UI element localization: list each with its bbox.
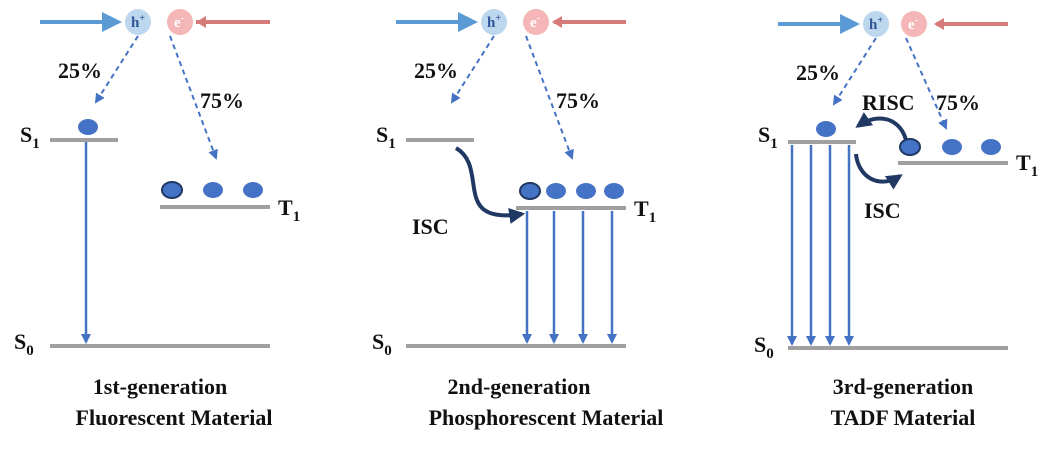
singlet-exciton: [816, 121, 836, 137]
triplet-exciton: [576, 183, 596, 199]
singlet-fraction: 25%: [58, 58, 102, 83]
isc-curve-arrow: [854, 153, 903, 190]
triplet-generation-arrow: [525, 35, 574, 160]
isc-label: ISC: [412, 214, 449, 239]
triplet-fraction: 75%: [200, 88, 244, 113]
risc-curve-arrow: [855, 112, 908, 141]
singlet-fraction: 25%: [796, 60, 840, 85]
triplet-exciton: [203, 182, 223, 198]
triplet-exciton: [981, 139, 1001, 155]
triplet-generation-arrow: [169, 35, 218, 160]
hole-carrier: h+: [863, 11, 889, 37]
s1-label: S1: [20, 122, 40, 152]
singlet-exciton: [78, 119, 98, 135]
svg-text:h+: h+: [131, 13, 145, 31]
svg-text:h+: h+: [869, 15, 883, 33]
electron-carrier: e-: [901, 11, 927, 37]
caption-line-2: Fluorescent Material: [76, 405, 273, 430]
svg-text:e-: e-: [530, 13, 540, 31]
caption-line-1: 1st-generation: [93, 374, 227, 399]
s1-label: S1: [376, 122, 396, 152]
triplet-exciton: [899, 138, 921, 156]
singlet-fraction: 25%: [414, 58, 458, 83]
electron-carrier: e-: [523, 9, 549, 35]
caption-line-2: Phosphorescent Material: [429, 405, 664, 430]
isc-label: ISC: [864, 198, 901, 223]
electron-arrow-head: [552, 16, 562, 28]
svg-text:e-: e-: [174, 13, 184, 31]
hole-carrier: h+: [125, 9, 151, 35]
triplet-generation-arrow: [905, 37, 948, 130]
triplet-exciton: [546, 183, 566, 199]
s0-label: S0: [372, 329, 392, 359]
risc-label: RISC: [862, 90, 915, 115]
s0-label: S0: [14, 329, 34, 359]
s1-label: S1: [758, 122, 778, 152]
singlet-generation-arrow: [832, 37, 877, 106]
svg-text:e-: e-: [908, 15, 918, 33]
singlet-generation-arrow: [94, 35, 139, 104]
t1-label: T1: [1016, 150, 1038, 180]
svg-text:h+: h+: [487, 13, 501, 31]
triplet-exciton: [161, 181, 183, 199]
triplet-fraction: 75%: [556, 88, 600, 113]
caption-line-1: 2nd-generation: [448, 374, 591, 399]
panel-fluorescent: h+ e- 25% 75% S1 T1 S0 1st-generation Fl…: [14, 9, 300, 430]
panel-tadf: h+ e- 25% 75% S1 T1 S0 RISC ISC 3rd-gene…: [754, 11, 1038, 430]
caption-line-2: TADF Material: [831, 405, 976, 430]
triplet-exciton: [604, 183, 624, 199]
t1-label: T1: [278, 195, 300, 225]
caption-line-1: 3rd-generation: [833, 374, 974, 399]
panel-phosphorescent: h+ e- 25% 75% S1 T1 S0 ISC 2nd-generatio…: [372, 9, 663, 430]
triplet-fraction: 75%: [936, 90, 980, 115]
singlet-generation-arrow: [450, 35, 495, 104]
electron-arrow-head: [196, 16, 206, 28]
electron-carrier: e-: [167, 9, 193, 35]
triplet-exciton: [942, 139, 962, 155]
triplet-exciton: [519, 182, 541, 200]
s0-label: S0: [754, 332, 774, 362]
t1-label: T1: [634, 196, 656, 226]
hole-carrier: h+: [481, 9, 507, 35]
electron-arrow-head: [934, 18, 944, 30]
triplet-exciton: [243, 182, 263, 198]
isc-curve-arrow: [454, 146, 526, 224]
